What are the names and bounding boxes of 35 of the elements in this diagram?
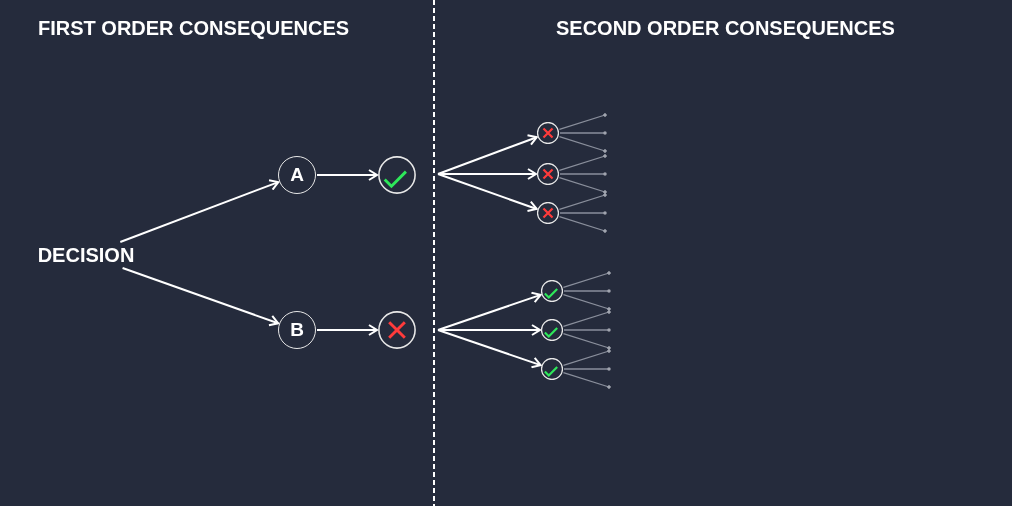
decision-label: DECISION [32, 242, 140, 268]
option-circle [278, 156, 316, 194]
branch-line [562, 293, 611, 311]
arrow [121, 267, 280, 327]
arrow [437, 173, 538, 213]
arrow [437, 329, 542, 369]
branch-line [559, 131, 607, 135]
branch-line [562, 332, 611, 350]
arrow [316, 324, 378, 336]
arrow [437, 168, 537, 180]
option-letter: A [290, 164, 304, 186]
section-heading: FIRST ORDER CONSEQUENCES [38, 17, 350, 40]
branch-line [563, 367, 611, 371]
branch-line [559, 172, 607, 176]
branch-line [558, 154, 607, 172]
arrow [119, 179, 280, 243]
branch-line [563, 328, 611, 332]
branch-line [558, 176, 607, 194]
arrow [437, 291, 542, 331]
branch-line [559, 211, 607, 215]
arrow [437, 324, 541, 336]
option-circle [278, 311, 316, 349]
branch-line [562, 349, 611, 367]
section-heading: SECOND ORDER CONSEQUENCES [556, 17, 895, 40]
branch-line [562, 310, 611, 328]
branch-line [563, 289, 611, 293]
branch-line [558, 135, 607, 153]
branch-line [558, 215, 607, 233]
branch-line [562, 371, 611, 389]
arrow [316, 169, 378, 181]
branch-line [562, 271, 611, 289]
branch-line [558, 113, 607, 131]
arrow [437, 134, 538, 175]
option-letter: B [290, 319, 304, 341]
branch-line [558, 193, 607, 211]
